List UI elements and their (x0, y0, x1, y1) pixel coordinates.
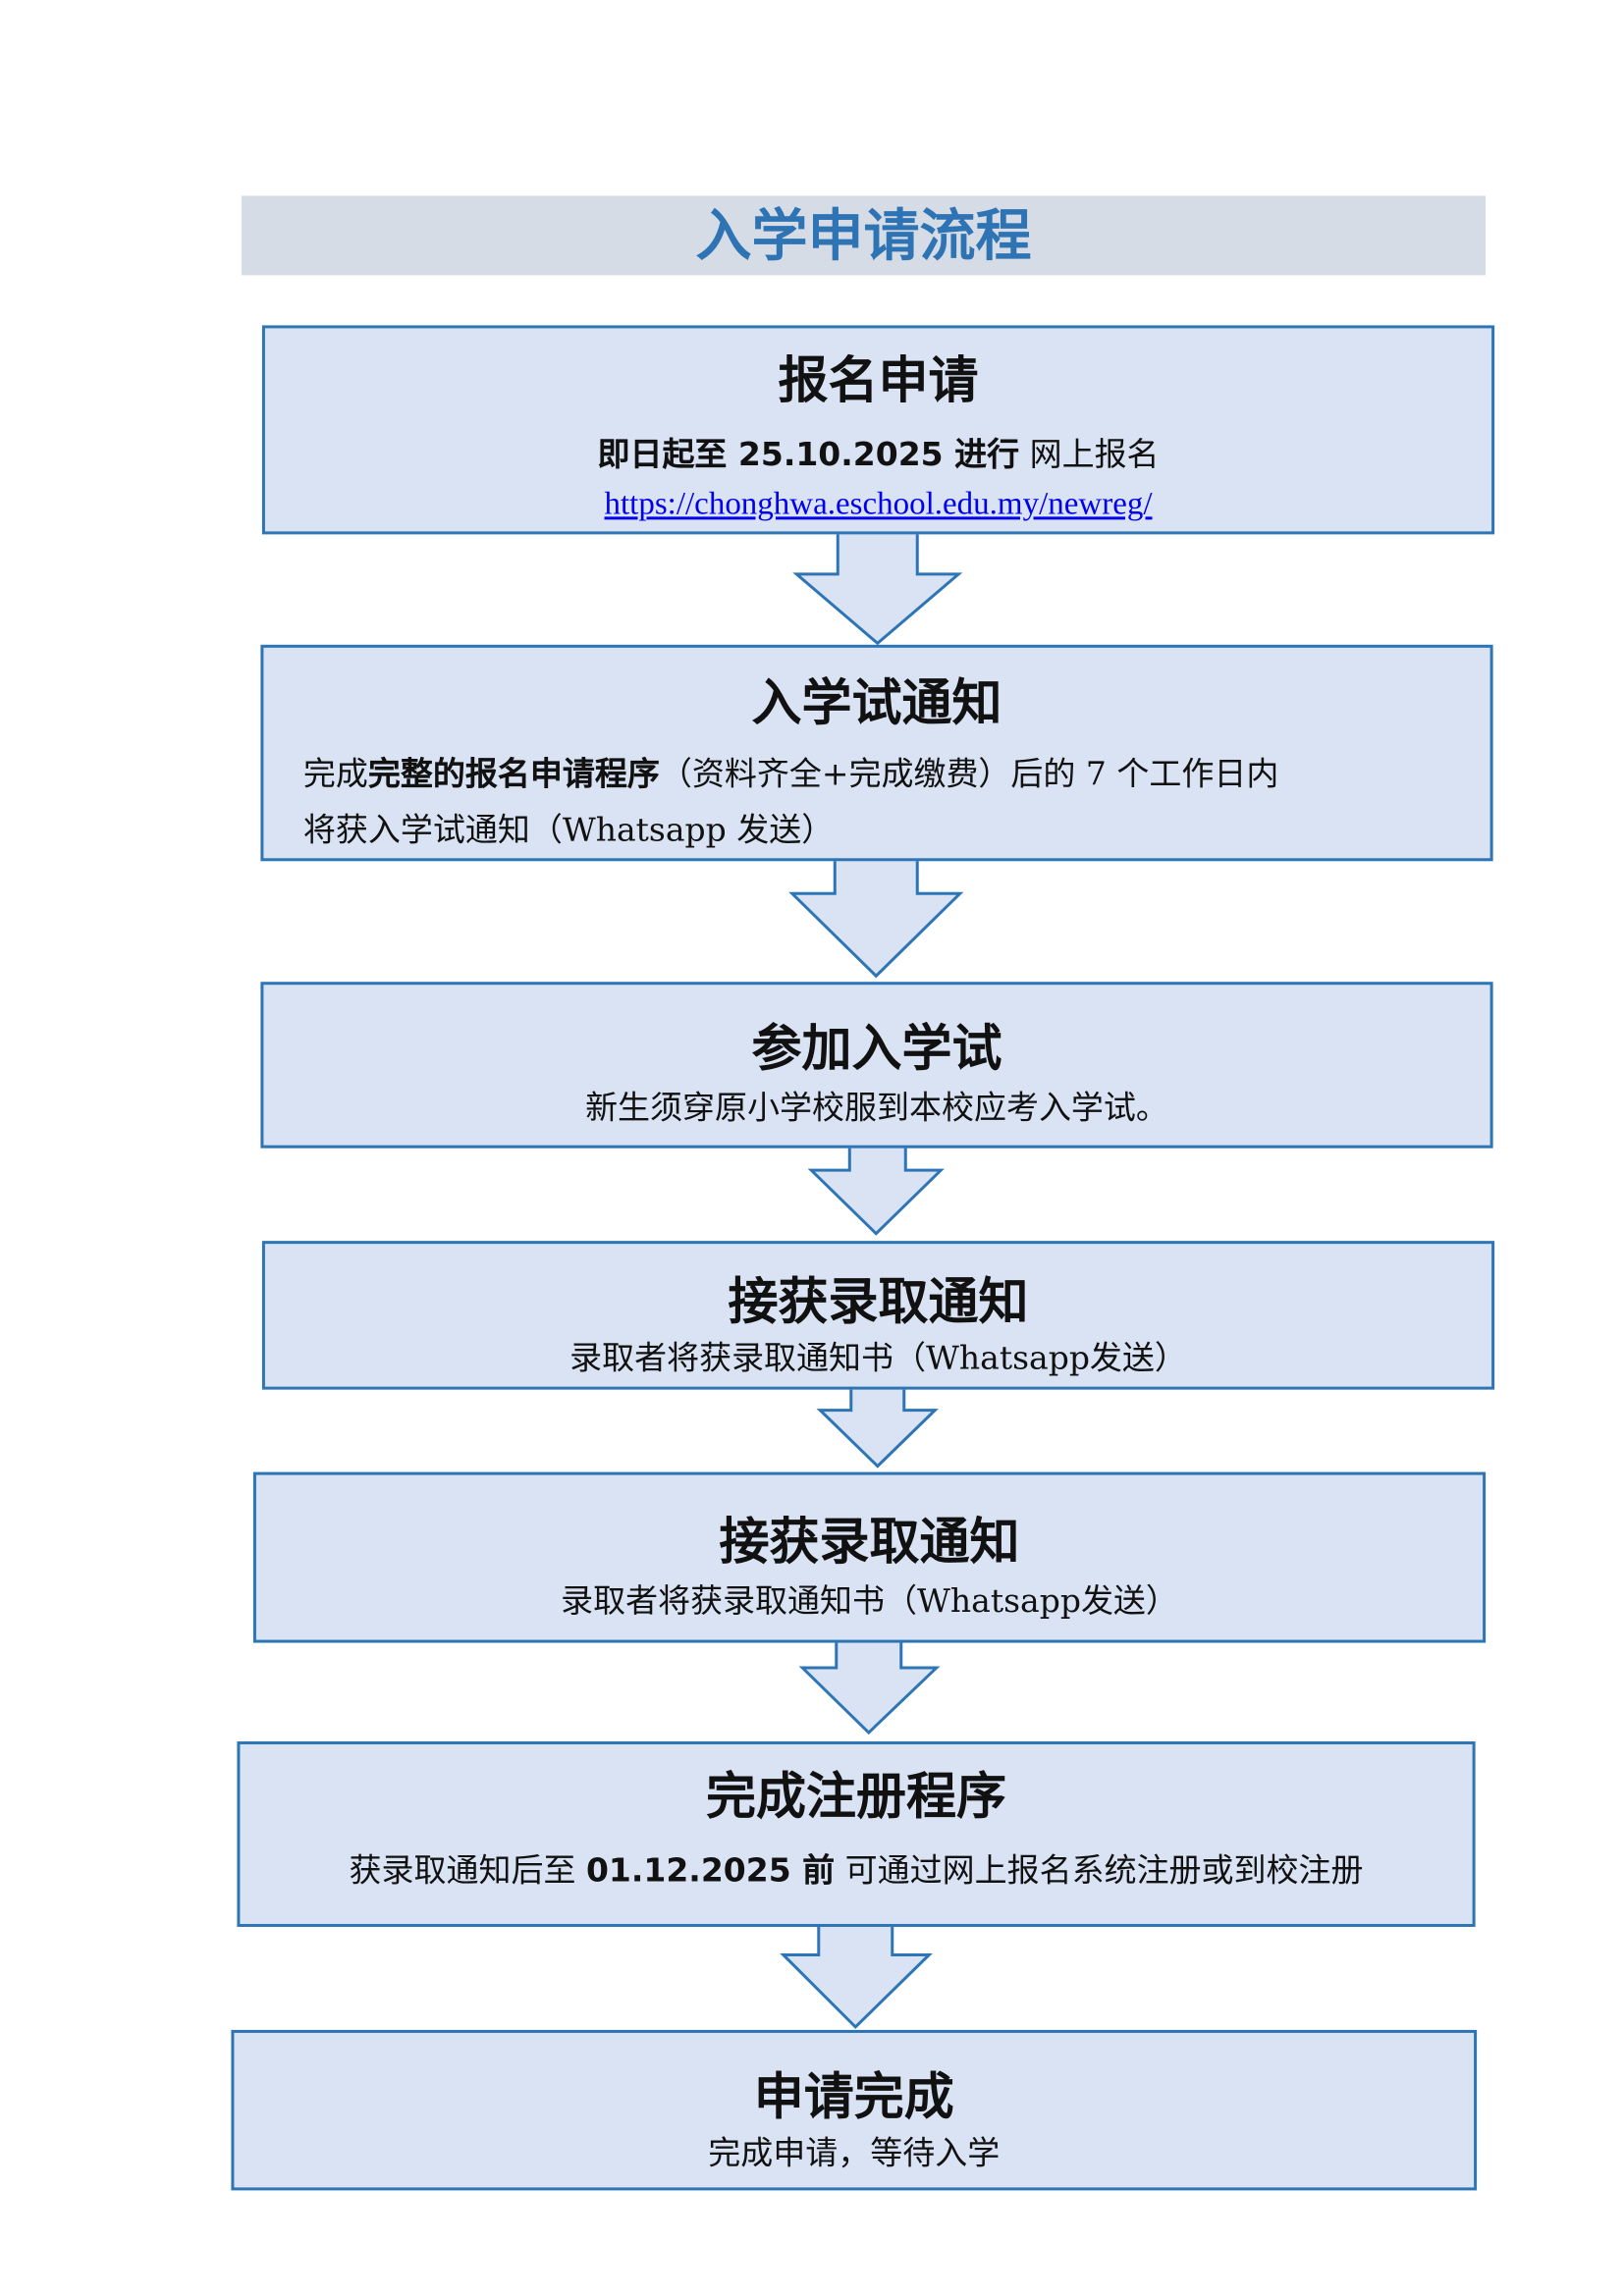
text-pre: 获录取通知后至 (349, 1852, 586, 1891)
arrow-down-icon (780, 1922, 933, 2030)
step-text: 完成完整的报名申请程序（资料齐全+完成缴费）后的 7 个工作日内 (303, 748, 1490, 795)
step-heading: 报名申请 (778, 351, 979, 411)
step-exam-notice: 入学试通知 完成完整的报名申请程序（资料齐全+完成缴费）后的 7 个工作日内 将… (260, 644, 1493, 862)
step-offer-notice-2: 接获录取通知 录取者将获录取通知书（Whatsapp发送） (252, 1471, 1487, 1643)
arrow-down-icon (816, 1385, 939, 1468)
text-pre: 完成 (302, 756, 368, 794)
step-deadline: 即日起至 25.10.2025 进行 网上报名 (265, 428, 1491, 475)
step-take-exam: 参加入学试 新生须穿原小学校服到本校应考入学试。 (260, 982, 1493, 1148)
arrow-down-icon (792, 529, 963, 646)
text-bold: 01.12.2025 前 (585, 1852, 836, 1891)
step-text-line2: 将获入学试通知（Whatsapp 发送） (302, 812, 835, 850)
step-register: 报名申请 即日起至 25.10.2025 进行 网上报名 https://cho… (261, 325, 1495, 535)
step-heading: 参加入学试 (751, 1020, 1002, 1080)
step-heading: 申请完成 (753, 2067, 954, 2127)
arrow-down-icon (798, 1638, 941, 1735)
arrow-down-icon (788, 856, 964, 979)
page-title: 入学申请流程 (241, 195, 1487, 276)
step-text: 新生须穿原小学校服到本校应考入学试。 (585, 1091, 1168, 1128)
registration-link[interactable]: https://chonghwa.eschool.edu.my/newreg/ (604, 484, 1153, 521)
arrow-down-icon (807, 1144, 945, 1236)
text-post: 可通过网上报名系统注册或到校注册 (835, 1852, 1364, 1891)
text-bold: 完整的报名申请程序 (367, 756, 660, 794)
deadline-rest: 网上报名 (1019, 437, 1160, 474)
step-heading: 完成注册程序 (706, 1768, 1006, 1828)
step-text: 录取者将获录取通知书（Whatsapp发送） (561, 1583, 1178, 1622)
deadline-bold: 即日起至 25.10.2025 进行 (597, 437, 1020, 474)
step-heading: 接获录取通知 (728, 1273, 1029, 1333)
step-application-complete: 申请完成 完成申请，等待入学 (231, 2029, 1478, 2191)
step-offer-notice: 接获录取通知 录取者将获录取通知书（Whatsapp发送） (261, 1241, 1495, 1390)
step-text: 录取者将获录取通知书（Whatsapp发送） (569, 1341, 1187, 1378)
step-text: 获录取通知后至 01.12.2025 前 可通过网上报名系统注册或到校注册 (240, 1844, 1472, 1892)
step-complete-registration: 完成注册程序 获录取通知后至 01.12.2025 前 可通过网上报名系统注册或… (237, 1741, 1476, 1927)
step-text: 完成申请，等待入学 (708, 2135, 1001, 2173)
step-heading: 入学试通知 (751, 673, 1002, 733)
step-heading: 接获录取通知 (719, 1513, 1020, 1573)
text-post: （资料齐全+完成缴费）后的 7 个工作日内 (659, 756, 1279, 794)
